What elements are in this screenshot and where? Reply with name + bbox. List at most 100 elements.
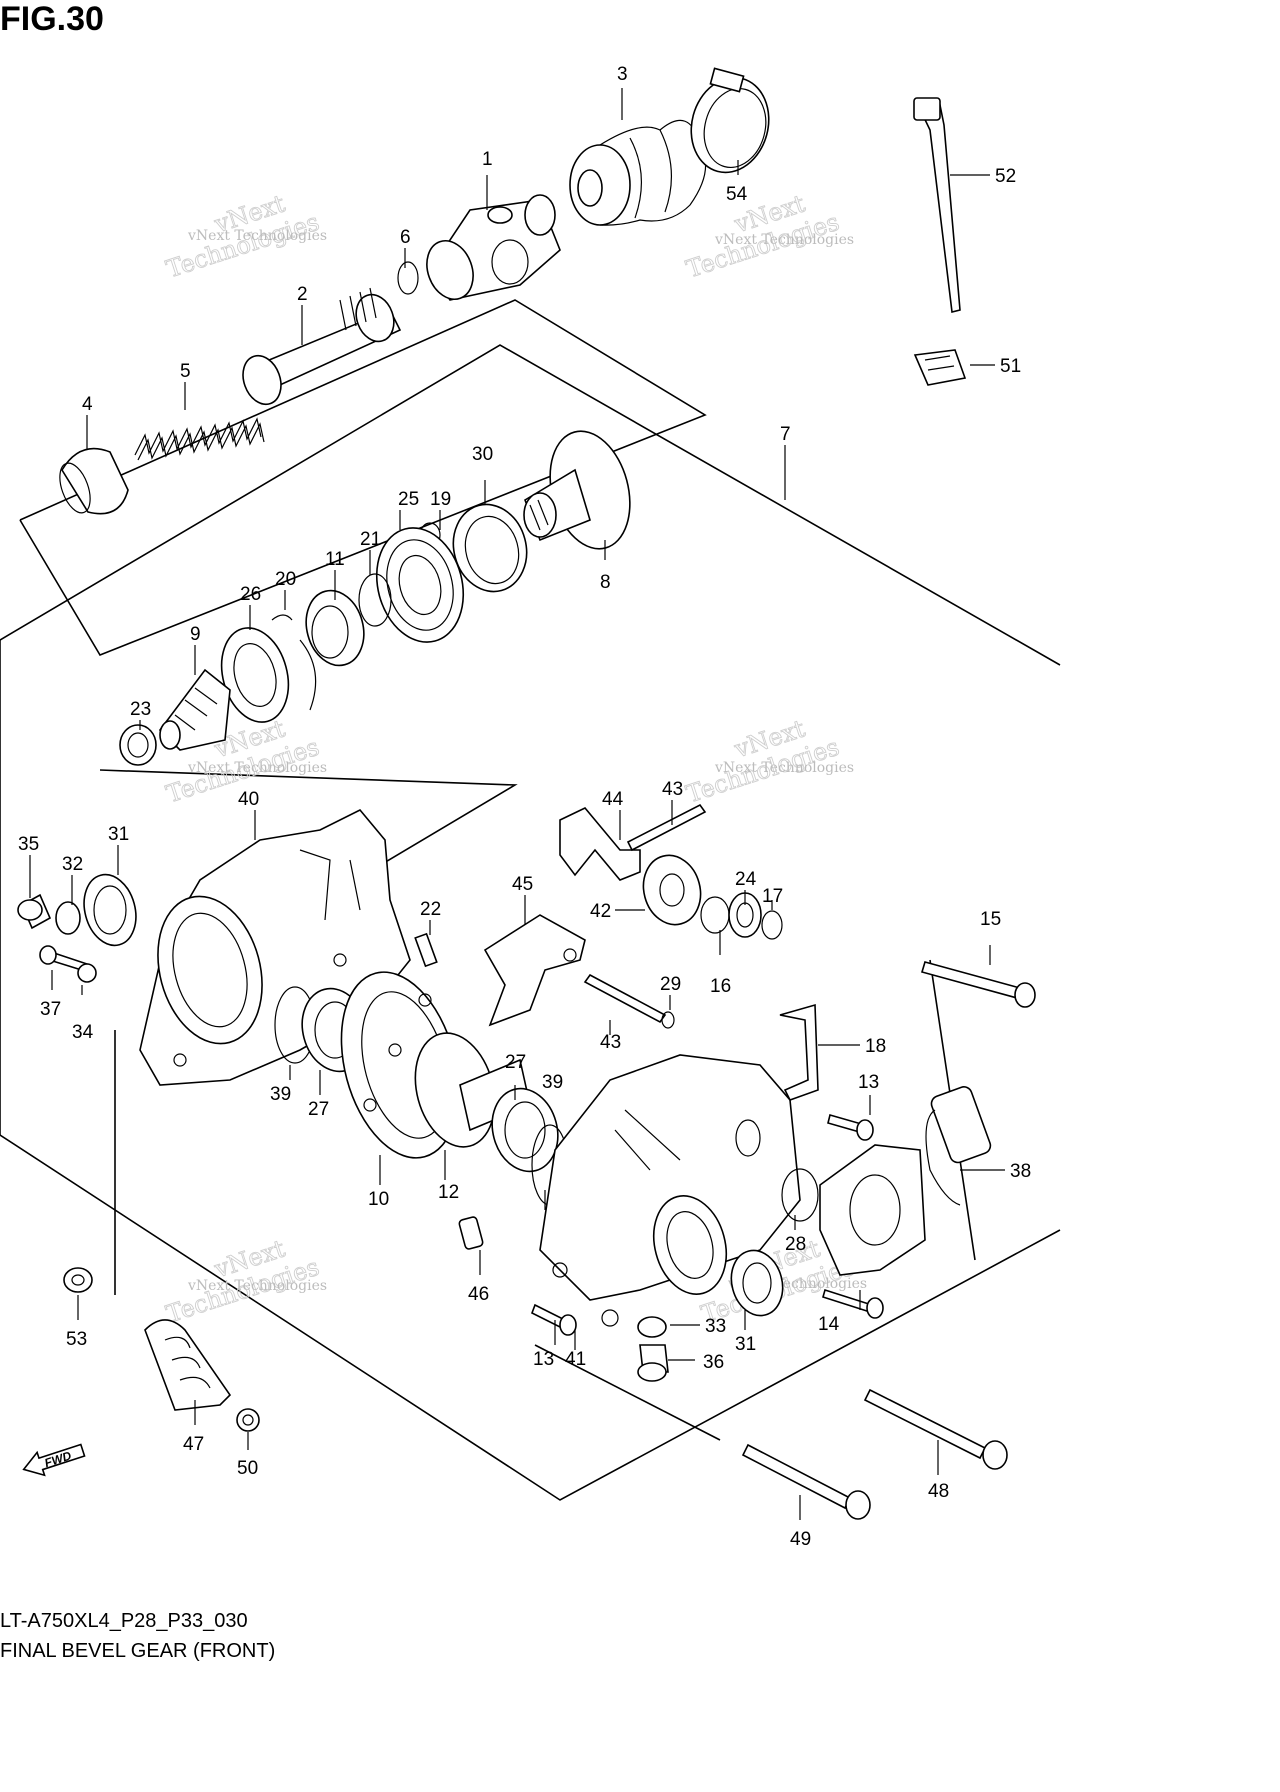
callout: 31 bbox=[735, 1334, 756, 1355]
callout: 27 bbox=[308, 1099, 329, 1120]
callout: 8 bbox=[600, 572, 611, 593]
callout: 20 bbox=[275, 569, 296, 590]
callout: 3 bbox=[617, 64, 628, 85]
callout: 40 bbox=[238, 789, 259, 810]
part-oring-17 bbox=[761, 910, 783, 940]
part-bolt-48 bbox=[863, 1388, 1008, 1470]
callout: 9 bbox=[190, 624, 201, 645]
fwd-arrow-icon: FWD bbox=[22, 1443, 86, 1477]
part-breather-46 bbox=[458, 1216, 484, 1250]
callout: 23 bbox=[130, 699, 151, 720]
callout: 18 bbox=[865, 1036, 886, 1057]
callout: 15 bbox=[980, 909, 1001, 930]
callout: 11 bbox=[325, 549, 345, 570]
callout: 45 bbox=[512, 874, 533, 895]
exploded-parts-diagram: vNext Technologies vNext Technologies vN… bbox=[0, 64, 1061, 1550]
svg-text:vNext Technologies: vNext Technologies bbox=[714, 232, 854, 248]
part-bolt-49 bbox=[741, 1443, 871, 1520]
part-differential-case-12 bbox=[414, 1032, 531, 1148]
callout: 42 bbox=[590, 901, 611, 922]
callout: 51 bbox=[1000, 356, 1021, 377]
part-propeller-shaft bbox=[242, 287, 402, 406]
callout: 5 bbox=[180, 361, 191, 382]
callout: 21 bbox=[360, 529, 381, 550]
part-oring-16 bbox=[700, 896, 730, 934]
part-drain-plug-36 bbox=[637, 1344, 669, 1382]
part-washer-34 bbox=[77, 963, 97, 983]
part-clamp bbox=[913, 349, 967, 386]
part-clip-29 bbox=[661, 1011, 675, 1029]
group-frame-pinion bbox=[0, 344, 1061, 1135]
part-nut-53 bbox=[63, 1267, 93, 1293]
model-code: LT-A750XL4_P28_P33_030 bbox=[0, 1610, 248, 1632]
callout: 2 bbox=[297, 284, 308, 305]
callout: 41 bbox=[565, 1349, 586, 1370]
group-frame-driveshaft bbox=[19, 299, 707, 656]
part-circlip bbox=[397, 261, 419, 295]
part-cable-tie bbox=[913, 97, 961, 313]
part-oil-seal-30 bbox=[452, 503, 528, 593]
part-actuator-38 bbox=[819, 1086, 992, 1276]
callout: 39 bbox=[270, 1084, 291, 1105]
part-oring-28 bbox=[781, 1168, 819, 1222]
callout: 43 bbox=[600, 1032, 621, 1053]
part-bolt-13a bbox=[827, 1114, 874, 1141]
part-gasket-32 bbox=[55, 901, 81, 935]
part-spring bbox=[134, 417, 265, 461]
callout: 1 bbox=[482, 149, 493, 170]
callout: 46 bbox=[468, 1284, 489, 1305]
part-boot-47 bbox=[144, 1319, 232, 1411]
svg-text:FWD: FWD bbox=[43, 1448, 74, 1470]
part-shaft-43a bbox=[626, 803, 707, 852]
callout: 4 bbox=[82, 394, 93, 415]
part-shim-21 bbox=[358, 573, 392, 627]
part-oil-seal-31 bbox=[83, 873, 137, 947]
callout: 25 bbox=[398, 489, 419, 510]
callout: 22 bbox=[420, 899, 441, 920]
part-bolt-15 bbox=[920, 961, 1036, 1008]
callout: 19 bbox=[430, 489, 451, 510]
callout: 37 bbox=[40, 999, 61, 1020]
callout: 14 bbox=[818, 1314, 840, 1335]
callout: 13 bbox=[533, 1349, 554, 1370]
part-dowel-22 bbox=[414, 932, 438, 968]
part-spacer-11 bbox=[305, 589, 365, 667]
part-fork-45 bbox=[483, 914, 586, 1027]
part-bolt-13b bbox=[530, 1303, 577, 1336]
callout: 36 bbox=[703, 1352, 724, 1373]
svg-text:vNext Technologies: vNext Technologies bbox=[187, 228, 327, 244]
part-universal-joint bbox=[426, 194, 561, 301]
callout: 43 bbox=[662, 779, 683, 800]
callout: 32 bbox=[62, 854, 83, 875]
part-band bbox=[690, 67, 770, 174]
part-gasket-33 bbox=[637, 1316, 667, 1338]
callout: 35 bbox=[18, 834, 39, 855]
callout: 54 bbox=[726, 184, 748, 205]
callout: 50 bbox=[237, 1458, 258, 1479]
part-oil-plug-35 bbox=[17, 893, 52, 930]
leader-lines bbox=[29, 88, 1005, 1520]
callout-labels: 1 2 3 4 5 6 7 8 9 10 11 12 13 13 14 15 1… bbox=[18, 64, 1031, 1550]
callout: 30 bbox=[472, 444, 493, 465]
callout: 33 bbox=[705, 1316, 726, 1337]
callout: 24 bbox=[735, 869, 757, 890]
callout: 29 bbox=[660, 974, 681, 995]
svg-text:vNext Technologies: vNext Technologies bbox=[187, 1278, 327, 1294]
callout: 44 bbox=[602, 789, 624, 810]
part-shift-fork-44 bbox=[559, 807, 641, 881]
callout: 7 bbox=[780, 424, 791, 445]
callout: 38 bbox=[1010, 1161, 1031, 1182]
callout: 13 bbox=[858, 1072, 879, 1093]
callout: 31 bbox=[108, 824, 129, 845]
part-bearing-26 bbox=[220, 627, 317, 723]
callout: 12 bbox=[438, 1182, 459, 1203]
callout: 48 bbox=[928, 1481, 949, 1502]
callout: 6 bbox=[400, 227, 411, 248]
part-clamp-50 bbox=[236, 1408, 260, 1432]
part-needle-bearing bbox=[119, 724, 157, 766]
part-oil-seal-31b bbox=[730, 1249, 784, 1317]
part-bracket-18 bbox=[779, 1003, 819, 1101]
part-bearing-25 bbox=[375, 527, 465, 643]
callout: 49 bbox=[790, 1529, 811, 1550]
